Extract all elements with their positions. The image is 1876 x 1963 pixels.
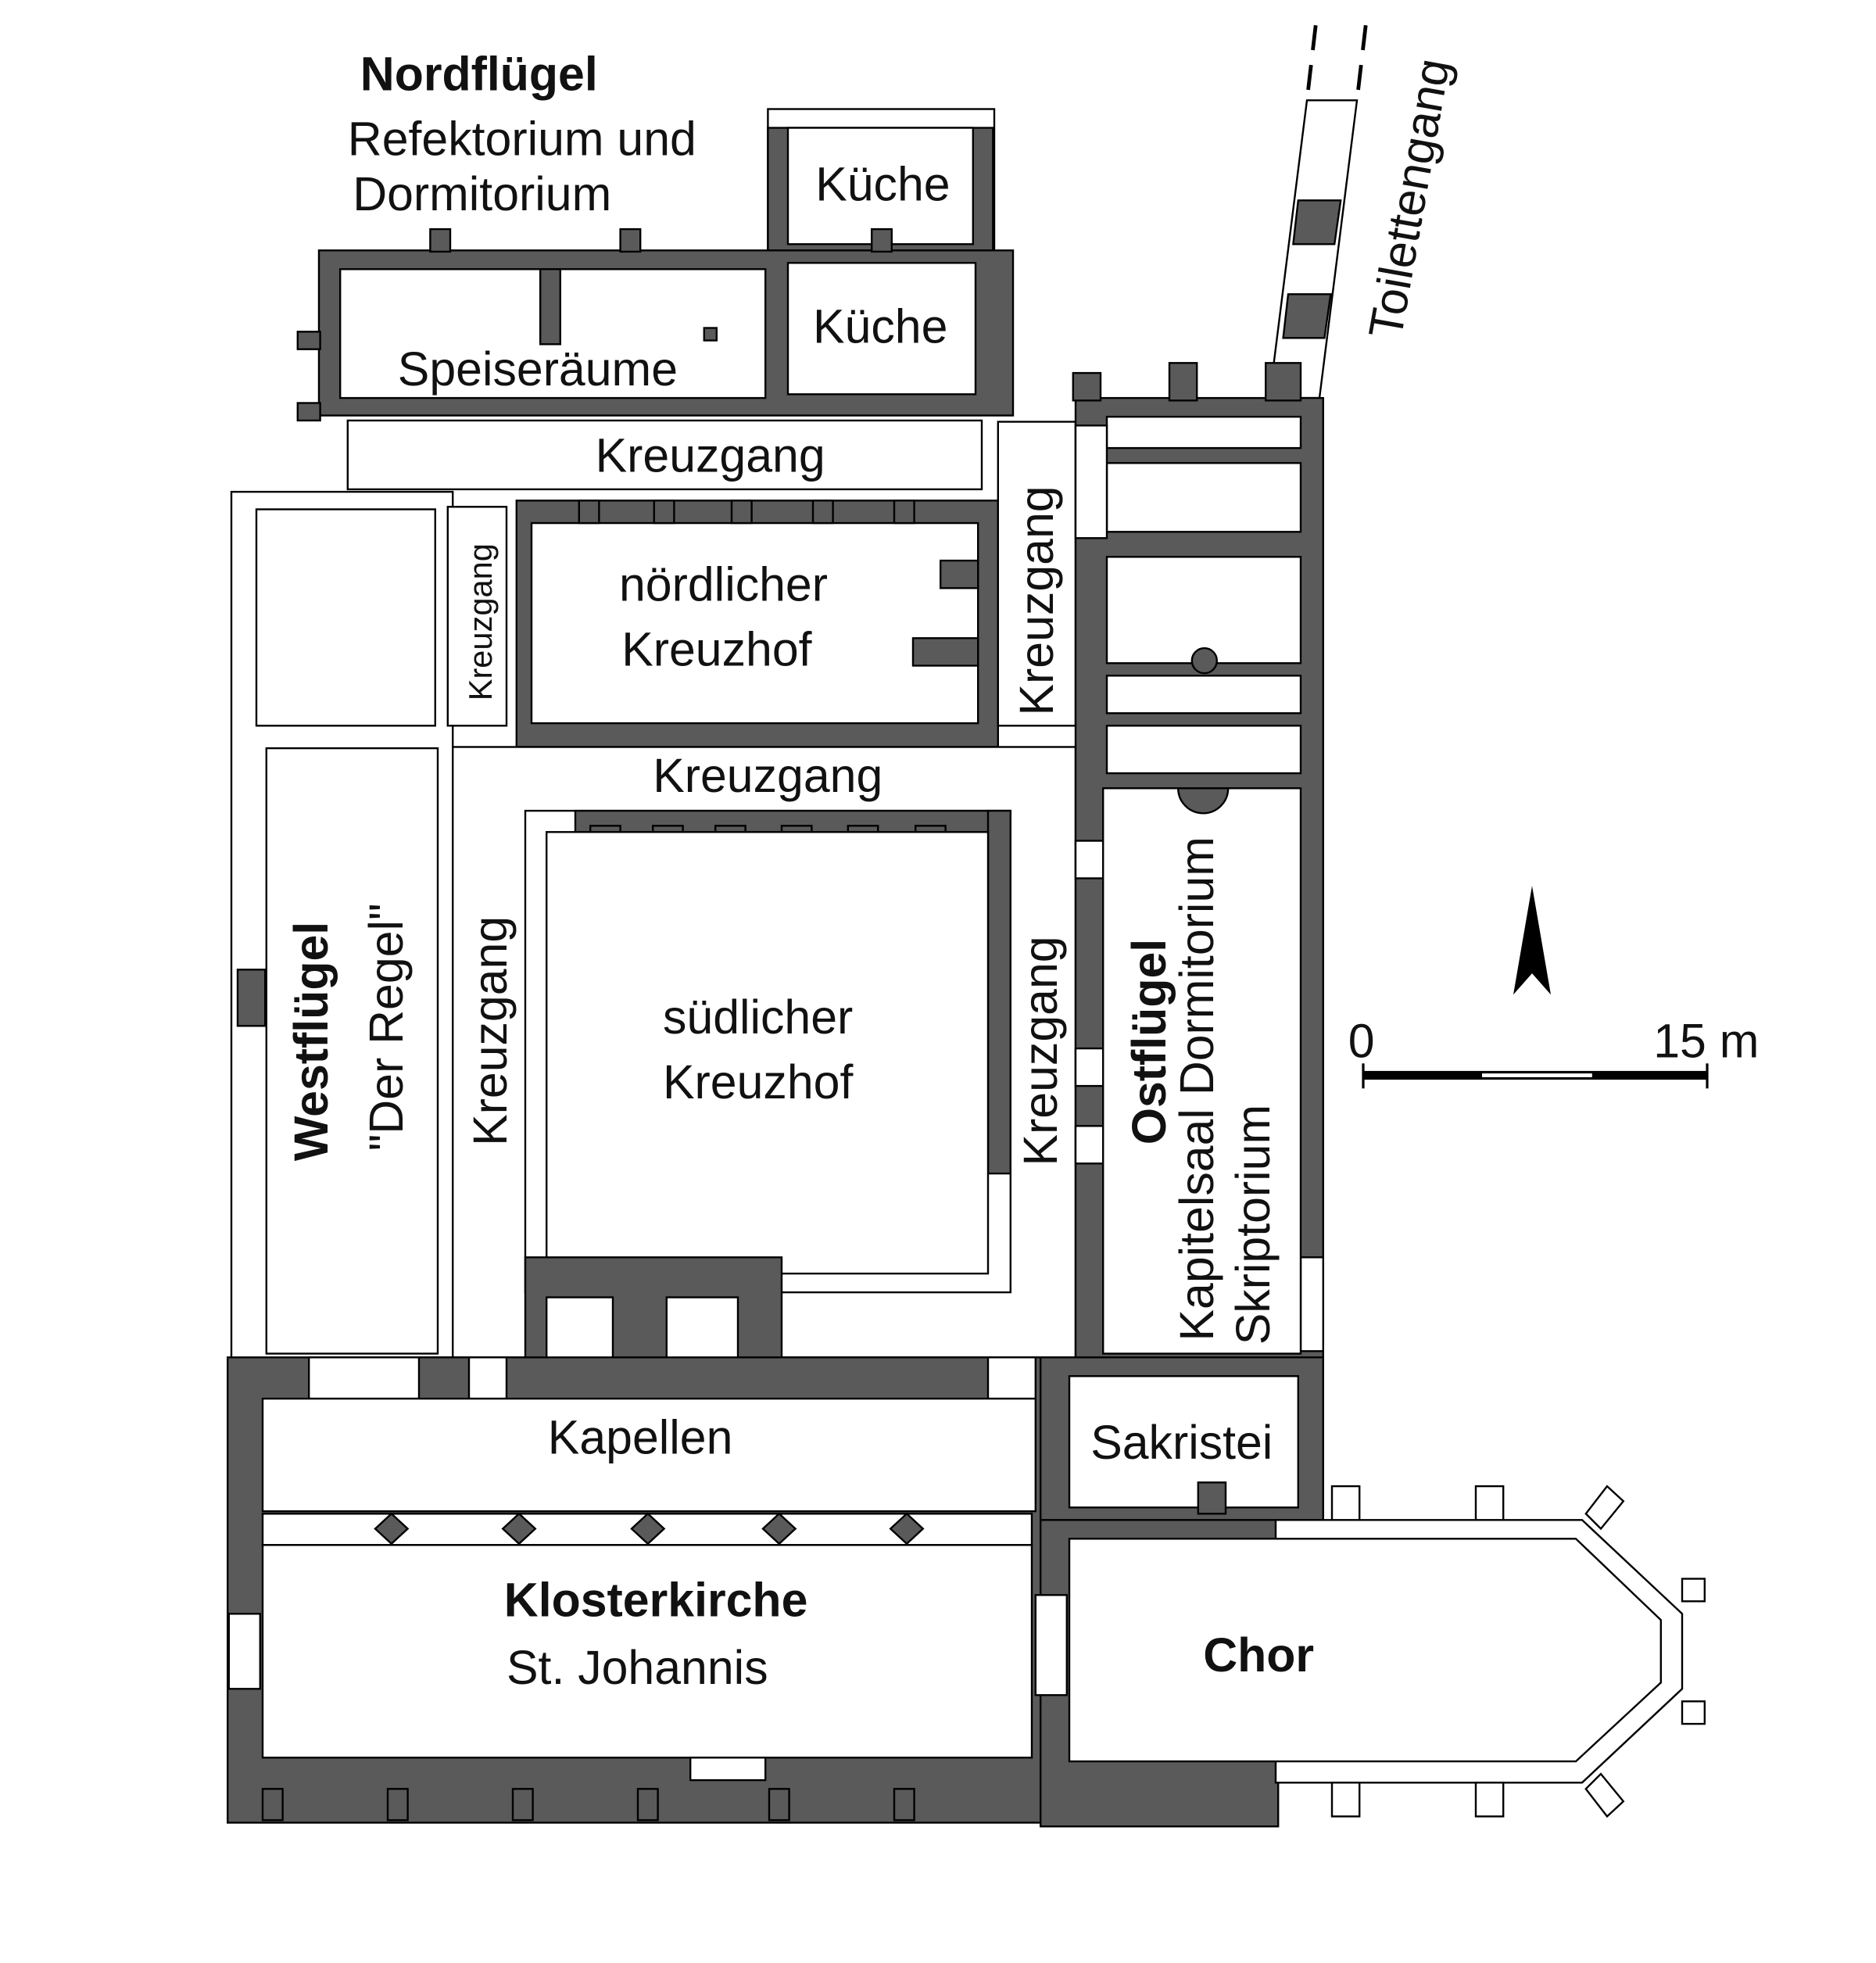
cloister-east-upper bbox=[997, 421, 1077, 727]
label: nördlicher bbox=[619, 557, 828, 611]
label: Toilettengang bbox=[1359, 55, 1460, 342]
label: Dormitorium bbox=[353, 167, 611, 220]
cloister-small bbox=[446, 506, 508, 727]
title-nordfluegel: Nordflügel bbox=[360, 48, 598, 101]
westfluegel-room bbox=[265, 747, 439, 1355]
toilet-passage bbox=[1268, 25, 1368, 399]
label: Kreuzhof bbox=[663, 1055, 853, 1109]
label: Küche bbox=[815, 157, 950, 210]
label: Kreuzgang bbox=[1010, 485, 1063, 715]
label: Speiseräume bbox=[398, 342, 678, 396]
label: Klosterkirche bbox=[504, 1574, 808, 1627]
label: Kreuzgang bbox=[596, 429, 825, 482]
cloister-north bbox=[346, 419, 983, 491]
scale-bar bbox=[1362, 1063, 1709, 1089]
label: St. Johannis bbox=[507, 1641, 768, 1694]
label: Kapellen bbox=[548, 1411, 733, 1464]
label: Ostflügel bbox=[1122, 939, 1176, 1144]
sakristei-room bbox=[1068, 1375, 1299, 1509]
north-wing bbox=[296, 108, 1015, 422]
label: Sakristei bbox=[1090, 1416, 1273, 1469]
label: Kreuzhof bbox=[621, 623, 811, 676]
label: Refektorium und bbox=[348, 113, 696, 166]
label: Chor bbox=[1203, 1628, 1314, 1682]
west-room-north bbox=[255, 508, 436, 727]
scale-start: 0 bbox=[1348, 1014, 1375, 1067]
label: Kreuzgang bbox=[464, 916, 517, 1146]
north-courtyard bbox=[530, 521, 979, 725]
chor-room bbox=[1068, 1538, 1662, 1763]
scale-end: 15 m bbox=[1653, 1014, 1759, 1067]
kapellen-room bbox=[261, 1397, 1036, 1513]
label: Skriptorium bbox=[1226, 1105, 1280, 1345]
label: Westflügel bbox=[285, 922, 338, 1161]
label: Kreuzgang bbox=[462, 543, 499, 700]
label: "Der Regel" bbox=[360, 903, 413, 1151]
church-nave bbox=[261, 1544, 1033, 1759]
north-arrow-icon bbox=[1513, 886, 1551, 995]
south-courtyard bbox=[546, 831, 990, 1275]
label: Küche bbox=[813, 300, 947, 353]
ostfluegel-room bbox=[1102, 787, 1302, 1355]
label: Kapitelsaal Dormitorium bbox=[1170, 836, 1223, 1341]
label: Kreuzgang bbox=[1014, 936, 1067, 1166]
label: Kreuzgang bbox=[653, 749, 883, 802]
label: südlicher bbox=[663, 990, 853, 1044]
